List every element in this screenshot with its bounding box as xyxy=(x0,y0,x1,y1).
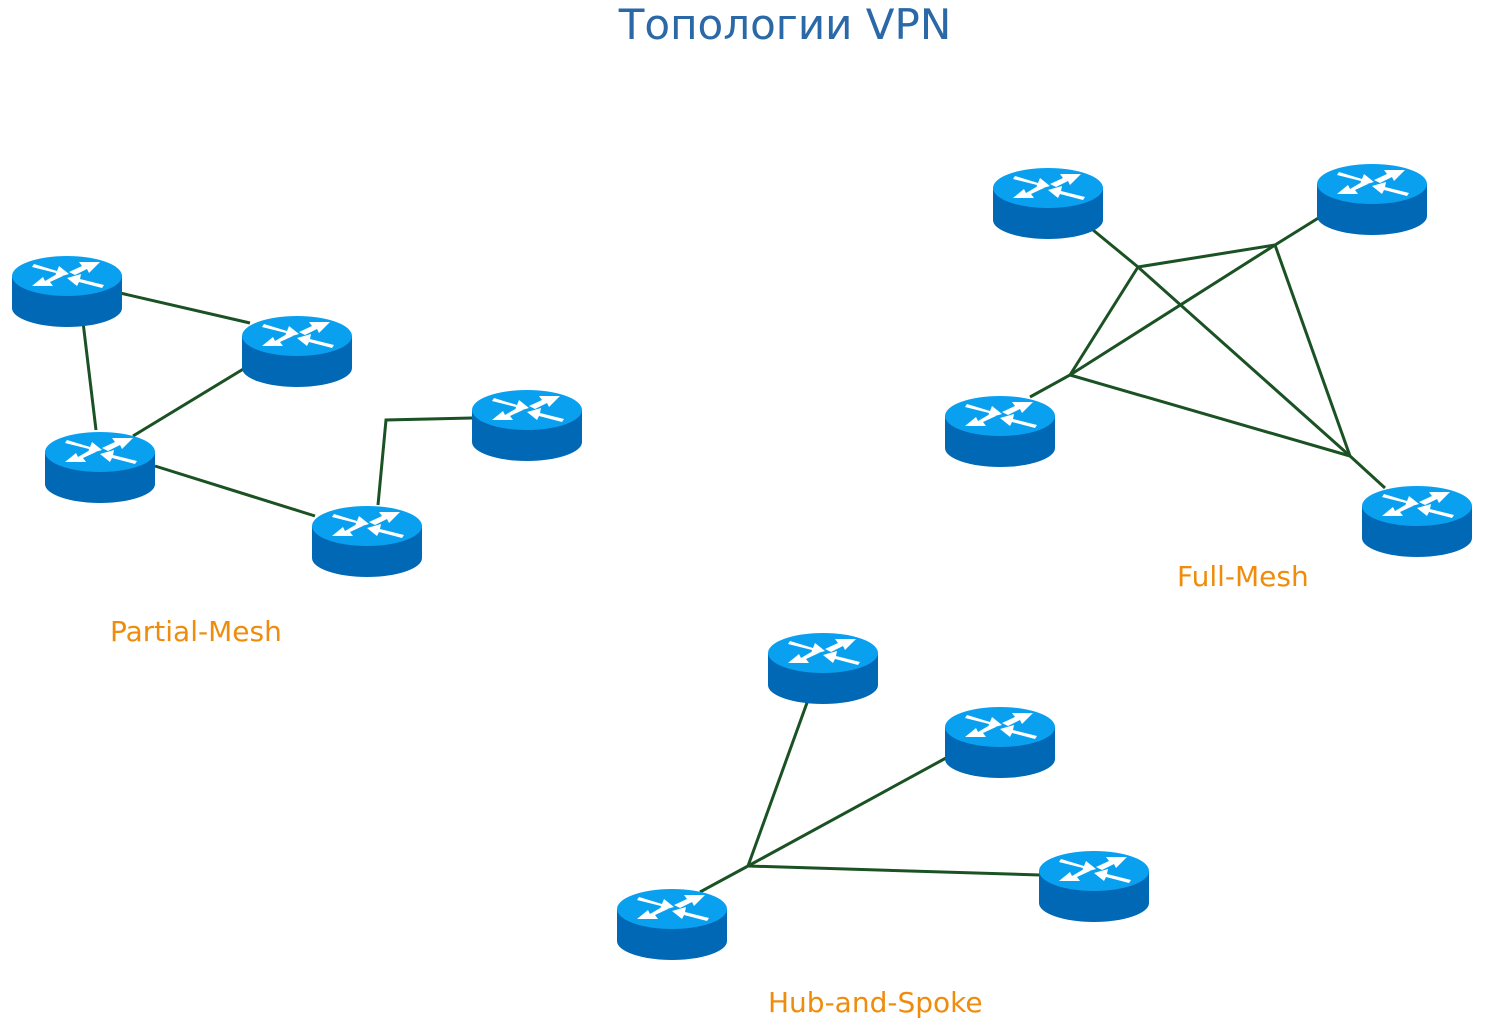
router-icon xyxy=(768,633,878,704)
router-icon xyxy=(1362,486,1472,557)
router-icon xyxy=(45,432,155,503)
router-icon xyxy=(1317,164,1427,235)
hub-and-spoke-routers xyxy=(617,633,1149,960)
hub-and-spoke-label: Hub-and-Spoke xyxy=(768,986,983,1019)
router-icon xyxy=(472,390,582,461)
full-mesh-label: Full-Mesh xyxy=(1177,560,1309,593)
hub-and-spoke-links xyxy=(699,699,1041,894)
diagram-title: Топологии VPN xyxy=(618,0,952,49)
partial-mesh-links xyxy=(81,291,473,518)
full-mesh-routers xyxy=(945,164,1472,557)
router-icon xyxy=(12,256,122,327)
router-icon xyxy=(1039,851,1149,922)
router-icon xyxy=(945,707,1055,778)
router-icon xyxy=(242,316,352,387)
partial-mesh-label: Partial-Mesh xyxy=(110,615,282,648)
full-mesh-links xyxy=(1029,215,1387,490)
router-icon xyxy=(312,506,422,577)
router-icon xyxy=(617,889,727,960)
router-icon xyxy=(993,168,1103,239)
partial-mesh-routers xyxy=(12,256,582,577)
router-icon xyxy=(945,396,1055,467)
